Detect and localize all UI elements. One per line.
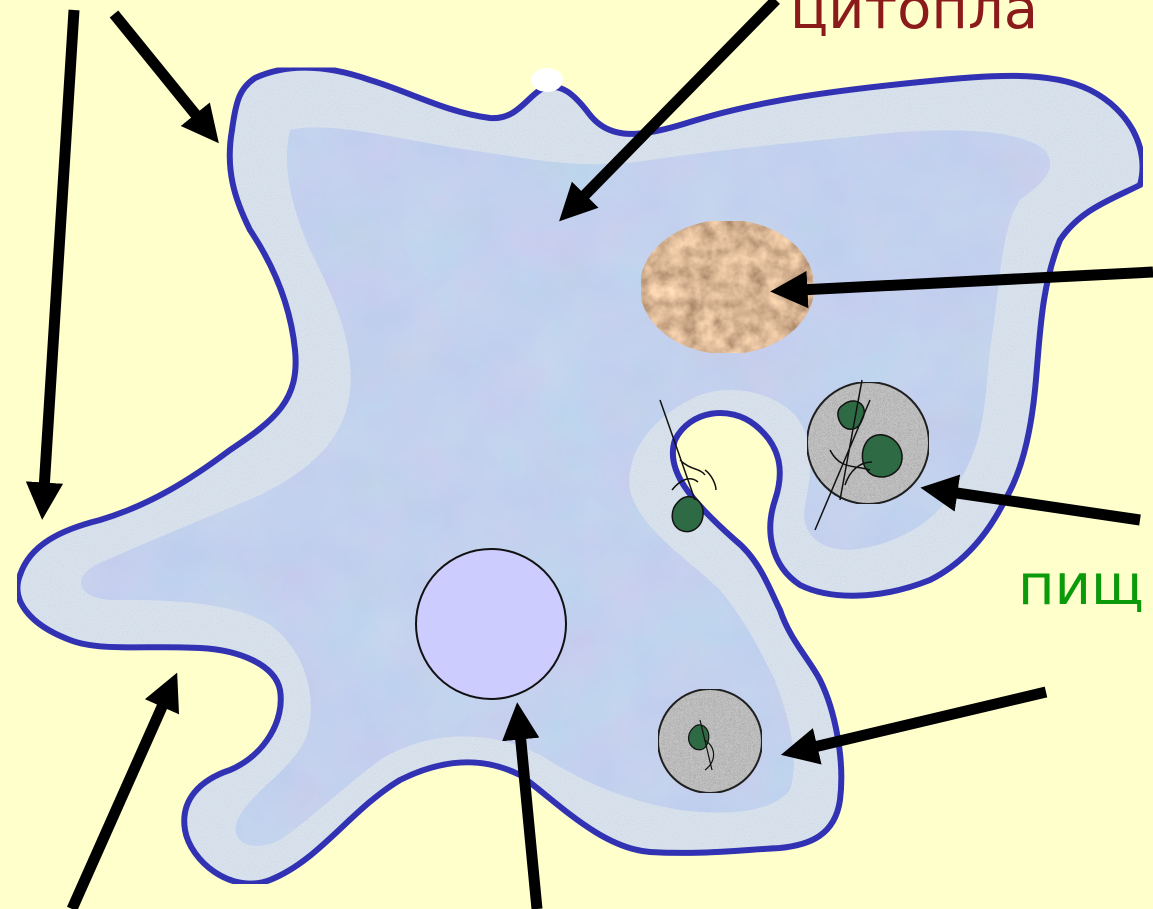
- food-particle: [862, 435, 902, 477]
- bleb: [531, 68, 563, 92]
- food-vacuole-small: [658, 689, 762, 793]
- arrow-food-vacuole: [810, 692, 1046, 748]
- label-digestive-vacuole: пищ: [1018, 558, 1144, 614]
- arrow-membrane-top: [114, 14, 200, 120]
- arrow-pseudopod: [72, 700, 165, 909]
- contractile-vacuole: [416, 549, 566, 699]
- food-particle: [838, 401, 864, 429]
- cell-body: [17, 68, 1142, 884]
- label-cytoplasm: цитопла: [790, 0, 1038, 38]
- arrow-ectoplasm-left: [44, 10, 74, 490]
- nucleus: [641, 221, 813, 353]
